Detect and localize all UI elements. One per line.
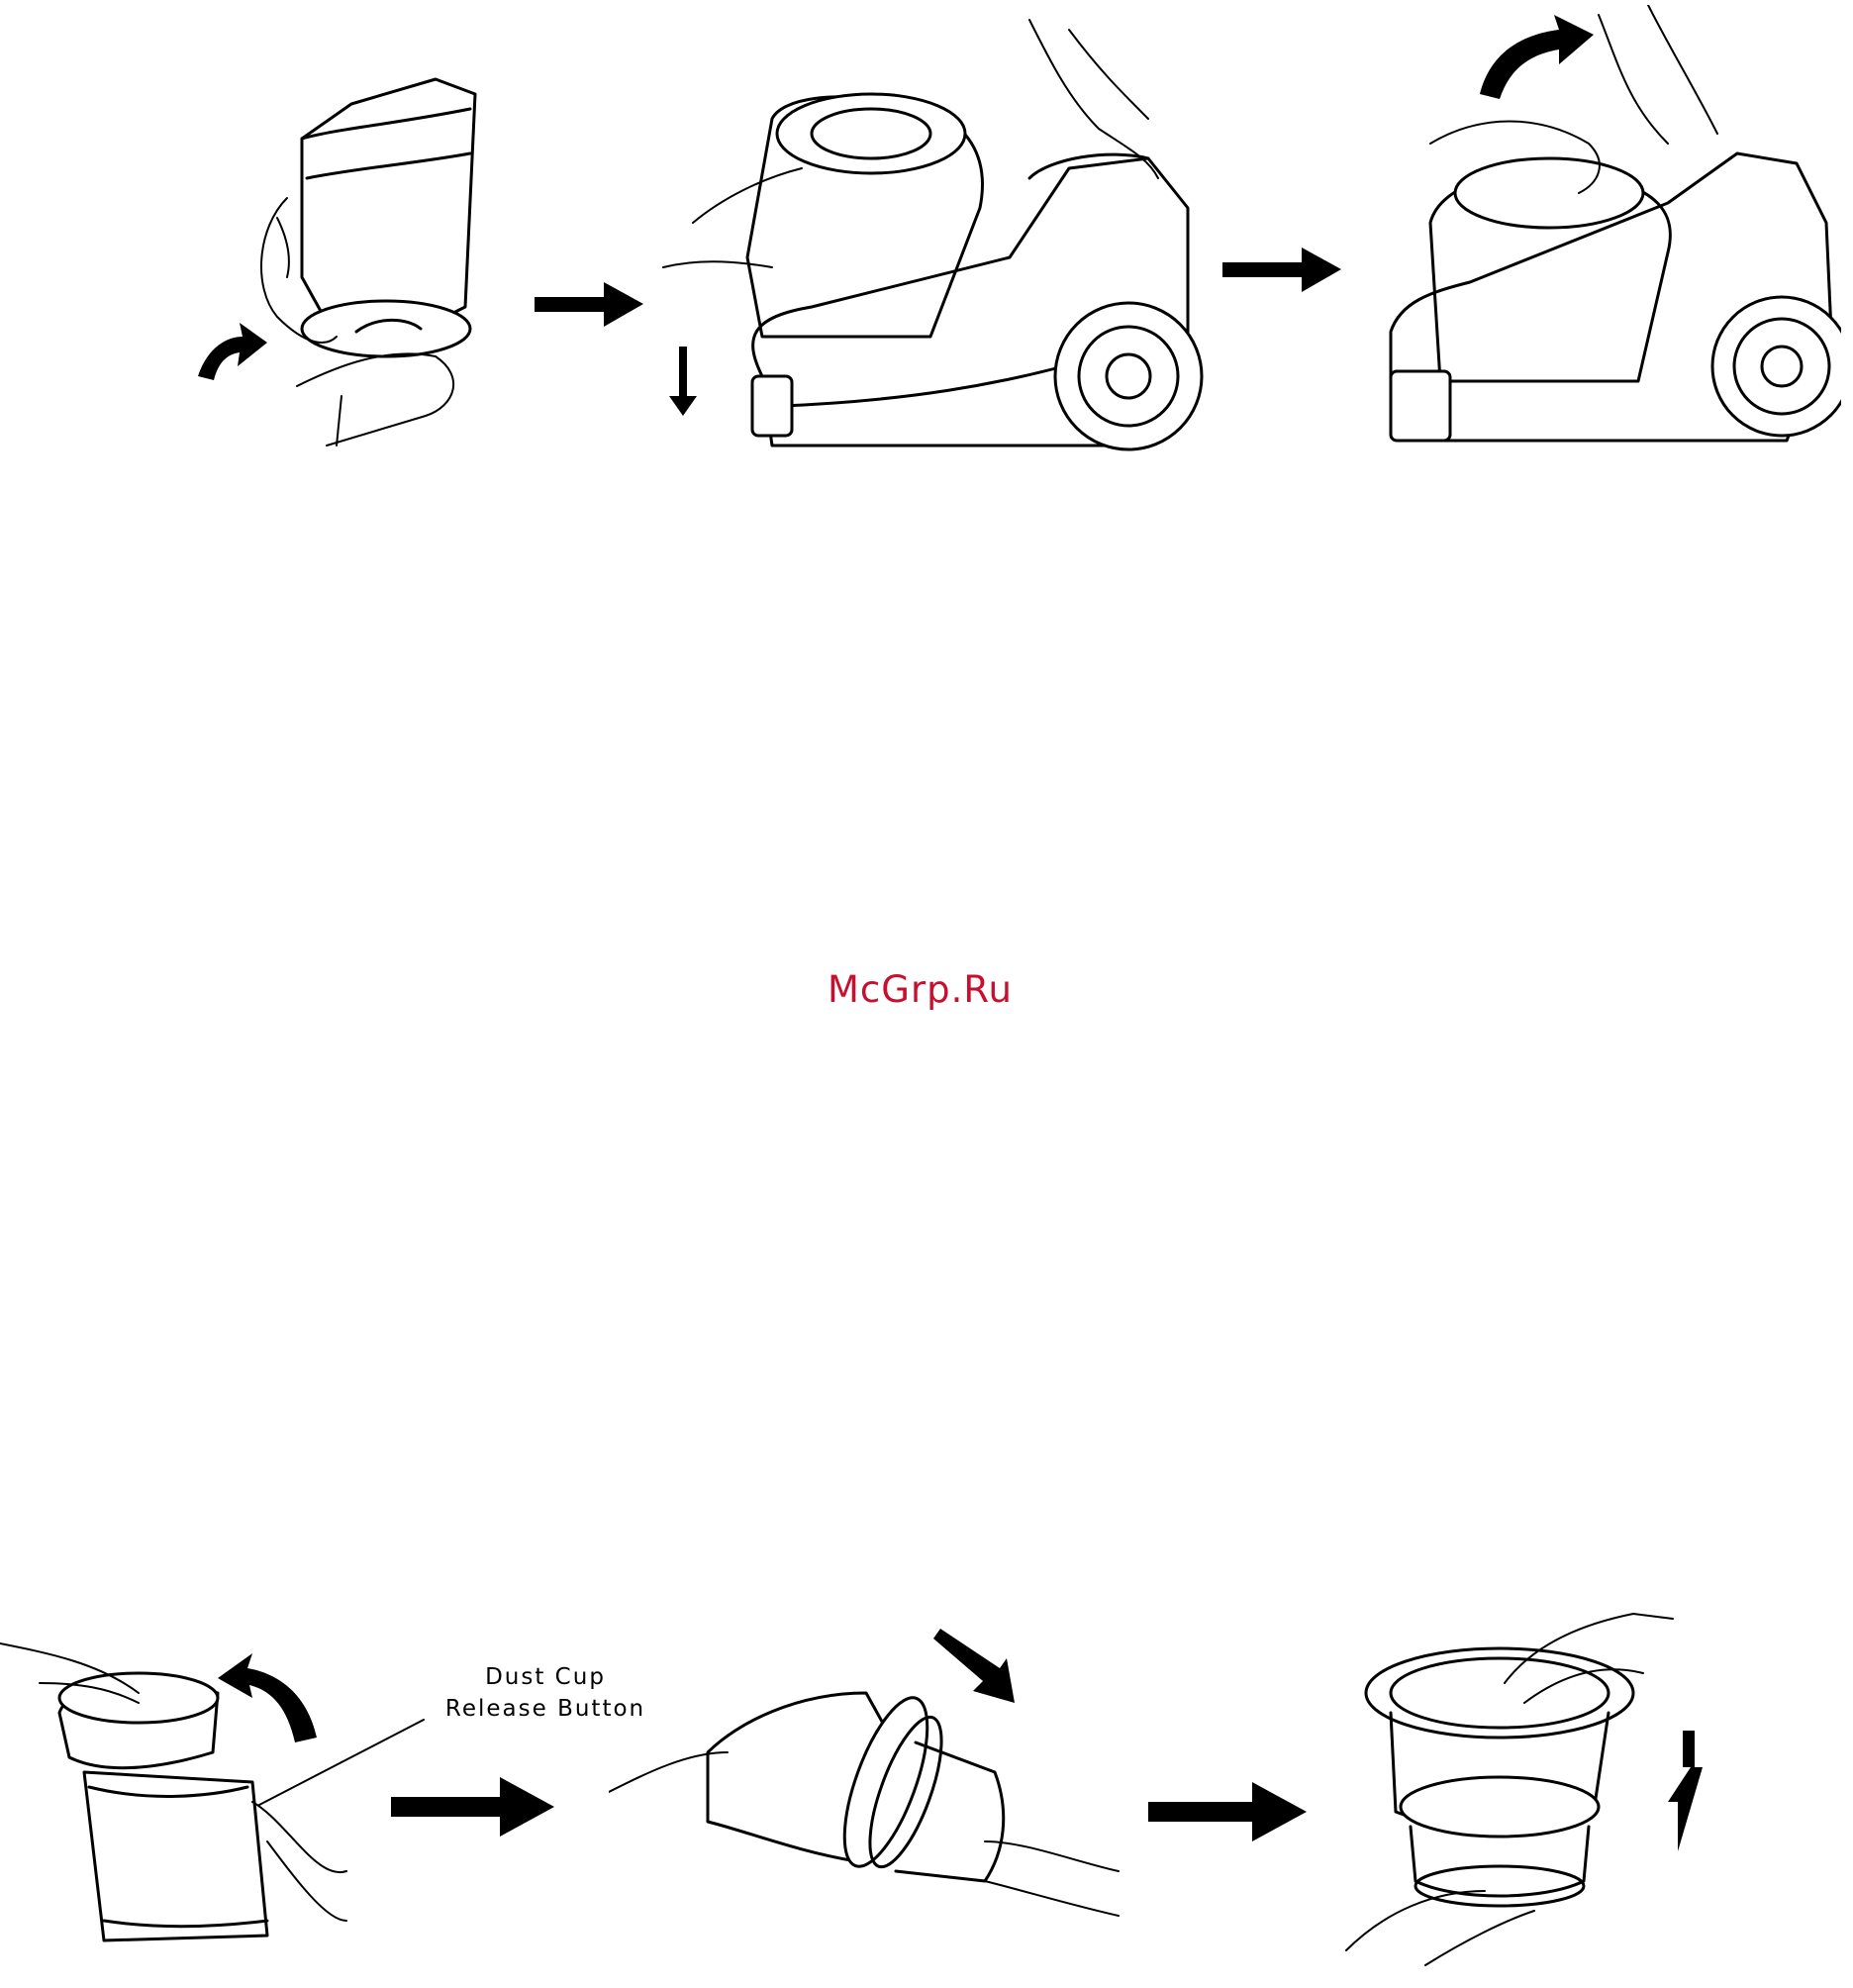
right-arrow-icon [391,1777,554,1837]
watermark-text: McGrp.Ru [828,968,1013,1011]
right-arrow-icon [1222,248,1341,292]
insert-dust-cup-illustration [653,10,1218,465]
dust-cup-in-hands-illustration [168,50,495,465]
right-arrow-icon [535,282,643,327]
lift-filter-illustration [1336,1594,1732,1970]
lock-handle-illustration [1371,5,1841,465]
diagonal-arrow-icon [933,1629,1015,1703]
down-arrow-icon [669,347,697,416]
right-arrow-icon [1148,1782,1307,1841]
rotate-arrow-icon [1480,15,1594,99]
up-arrow-icon [1668,1731,1703,1851]
remove-dust-cup-illustration [609,1624,1123,1921]
rotate-arrow-icon [198,323,267,380]
